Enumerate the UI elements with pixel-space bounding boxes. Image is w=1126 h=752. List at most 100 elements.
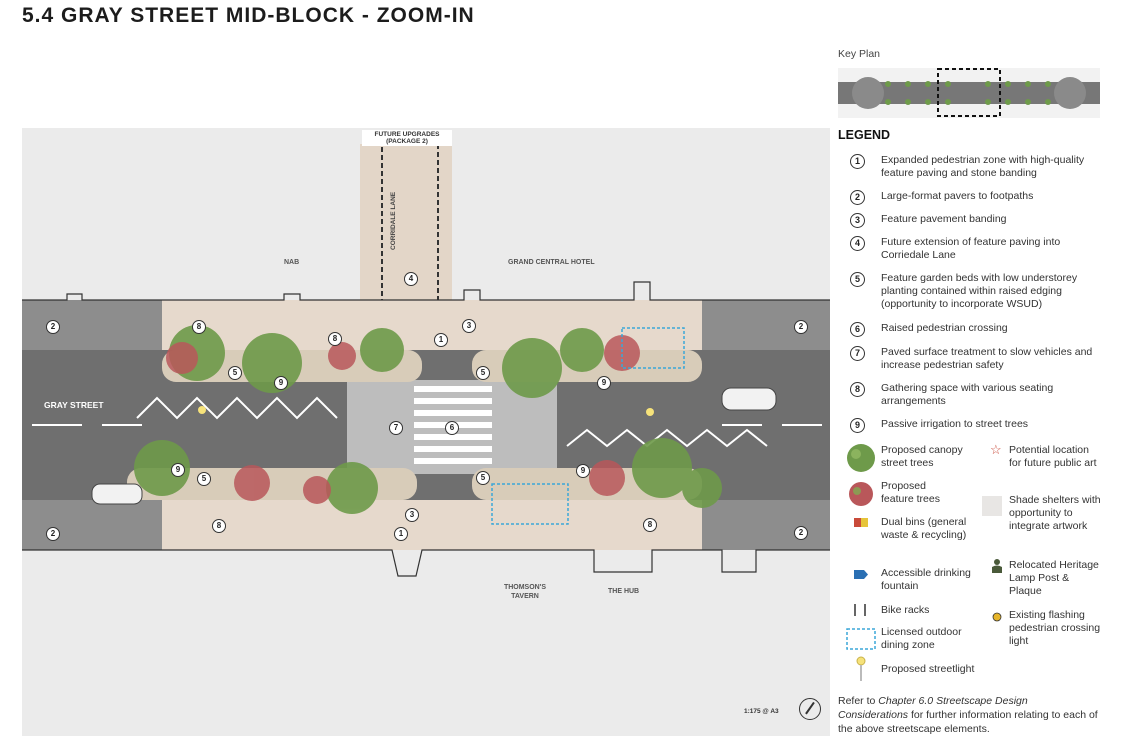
page-title: 5.4 GRAY STREET MID-BLOCK - ZOOM-IN <box>22 4 475 27</box>
streetlight-icon <box>856 656 866 681</box>
legend-item-9: 9 Passive irrigation to street trees <box>850 418 1098 433</box>
refer-pre: Refer to <box>838 695 879 707</box>
plan-marker: 3 <box>405 508 419 522</box>
plan-drawing <box>22 128 830 736</box>
dining-zone-north <box>621 327 685 369</box>
legend-public-art: Potential location for future public art <box>1009 444 1097 469</box>
plan-marker: 5 <box>197 472 211 486</box>
legend-number: 1 <box>850 154 865 169</box>
car-west <box>91 483 143 505</box>
legend-sidebar: Key Plan LEGEND 1 Expanded pedestrian zo… <box>838 46 1108 746</box>
plan-marker: 8 <box>192 320 206 334</box>
north-east-pavers <box>702 300 830 350</box>
feature-trees <box>166 335 640 504</box>
plan-marker: 9 <box>274 376 288 390</box>
north-west-pavers <box>22 300 162 350</box>
feature-tree-icon <box>849 482 873 506</box>
legend-number: 5 <box>850 272 865 287</box>
legend-bike-racks: Bike racks <box>881 604 930 616</box>
legend-number: 4 <box>850 236 865 251</box>
legend-heritage-lamp: Relocated Heritage Lamp Post & Plaque <box>1009 559 1099 597</box>
key-plan <box>838 68 1100 118</box>
plan-marker: 2 <box>46 527 60 541</box>
drinking-fountain-icon <box>854 570 868 579</box>
heritage-lamp-icon <box>992 559 1002 573</box>
plan-marker: 1 <box>434 333 448 347</box>
south-building-line <box>22 549 830 577</box>
legend-number: 2 <box>850 190 865 205</box>
building-grand-central: GRAND CENTRAL HOTEL <box>508 259 595 266</box>
star-icon: ☆ <box>990 442 1002 457</box>
legend-canopy-trees: Proposed canopy street trees <box>881 444 963 469</box>
plan-marker: 9 <box>597 376 611 390</box>
dining-zone-south <box>491 483 569 525</box>
bike-racks-icon <box>854 604 866 616</box>
future-upgrades-label: FUTURE UPGRADES (PACKAGE 2) <box>362 130 452 146</box>
legend-feature-trees: Proposed feature trees <box>881 480 940 505</box>
streetlight-2 <box>646 408 654 416</box>
plan-marker: 2 <box>46 320 60 334</box>
legend-flashing-light: Existing flashing pedestrian crossing li… <box>1009 609 1101 647</box>
legend-item-1: 1 Expanded pedestrian zone with high-qua… <box>850 154 1098 180</box>
plan-marker: 6 <box>445 421 459 435</box>
north-building-line <box>22 281 830 301</box>
gray-street-label: GRAY STREET <box>44 400 104 410</box>
legend-text: Raised pedestrian crossing <box>881 322 1008 334</box>
legend-drinking-fountain: Accessible drinking fountain <box>881 567 971 592</box>
legend-text: Large-format pavers to footpaths <box>881 190 1034 202</box>
legend-text: Feature pavement banding <box>881 213 1007 225</box>
legend-text: Future extension of feature paving into … <box>881 236 1061 261</box>
site-plan: FUTURE UPGRADES (PACKAGE 2) CORRIDALE LA… <box>22 128 830 736</box>
legend-item-6: 6 Raised pedestrian crossing <box>850 322 1098 337</box>
refer-post: for further information relating to each… <box>838 709 1098 735</box>
south-west-pavers <box>22 500 162 550</box>
canopy-street-trees <box>134 325 722 514</box>
legend-item-4: 4 Future extension of feature paving int… <box>850 236 1098 262</box>
road-markings <box>32 396 822 448</box>
legend-item-5: 5 Feature garden beds with low understor… <box>850 272 1098 311</box>
dining-zone-icon <box>846 628 876 650</box>
plan-marker: 2 <box>794 526 808 540</box>
legend-shade-shelters: Shade shelters with opportunity to integ… <box>1009 494 1101 532</box>
plan-marker: 8 <box>328 332 342 346</box>
building-the-hub: THE HUB <box>608 588 640 595</box>
legend-text: Paved surface treatment to slow vehicles… <box>881 346 1093 371</box>
legend-item-3: 3 Feature pavement banding <box>850 213 1098 228</box>
canopy-tree-icon <box>847 444 875 472</box>
plan-marker: 7 <box>389 421 403 435</box>
building-thomsons: THOMSON'S TAVERN <box>503 584 547 600</box>
refer-chapter-link: Chapter 6.0 Streetscape Design Considera… <box>838 695 1028 721</box>
legend-dual-bins: Dual bins (general waste & recycling) <box>881 516 967 541</box>
legend-text: Feature garden beds with low understorey… <box>881 272 1078 310</box>
plan-marker: 5 <box>476 471 490 485</box>
plan-marker: 5 <box>476 366 490 380</box>
plan-marker: 8 <box>643 518 657 532</box>
north-arrow-icon <box>799 698 821 720</box>
building-nab: NAB <box>284 259 300 266</box>
legend-text: Expanded pedestrian zone with high-quali… <box>881 154 1085 179</box>
plan-marker: 4 <box>404 272 418 286</box>
car-east <box>721 387 777 411</box>
plan-marker: 5 <box>228 366 242 380</box>
shade-shelter-icon <box>982 496 1002 516</box>
legend-number: 8 <box>850 382 865 397</box>
plan-marker: 3 <box>462 319 476 333</box>
legend-dining-zone: Licensed outdoor dining zone <box>881 626 962 651</box>
legend-item-7: 7 Paved surface treatment to slow vehicl… <box>850 346 1098 372</box>
plan-marker: 2 <box>794 320 808 334</box>
legend-number: 7 <box>850 346 865 361</box>
legend-text: Passive irrigation to street trees <box>881 418 1029 430</box>
plan-marker: 9 <box>171 463 185 477</box>
legend-number: 9 <box>850 418 865 433</box>
key-plan-drawing <box>838 68 1100 117</box>
south-east-pavers <box>702 500 830 550</box>
key-plan-title: Key Plan <box>838 48 881 60</box>
legend-title: LEGEND <box>838 128 891 142</box>
legend-number: 6 <box>850 322 865 337</box>
dual-bins-icon <box>854 518 868 527</box>
legend-streetlight: Proposed streetlight <box>881 663 975 675</box>
scale-label: 1:175 @ A3 <box>744 708 779 715</box>
streetlight-1 <box>198 406 206 414</box>
plan-marker: 1 <box>394 527 408 541</box>
legend-text: Gathering space with various seating arr… <box>881 382 1054 407</box>
